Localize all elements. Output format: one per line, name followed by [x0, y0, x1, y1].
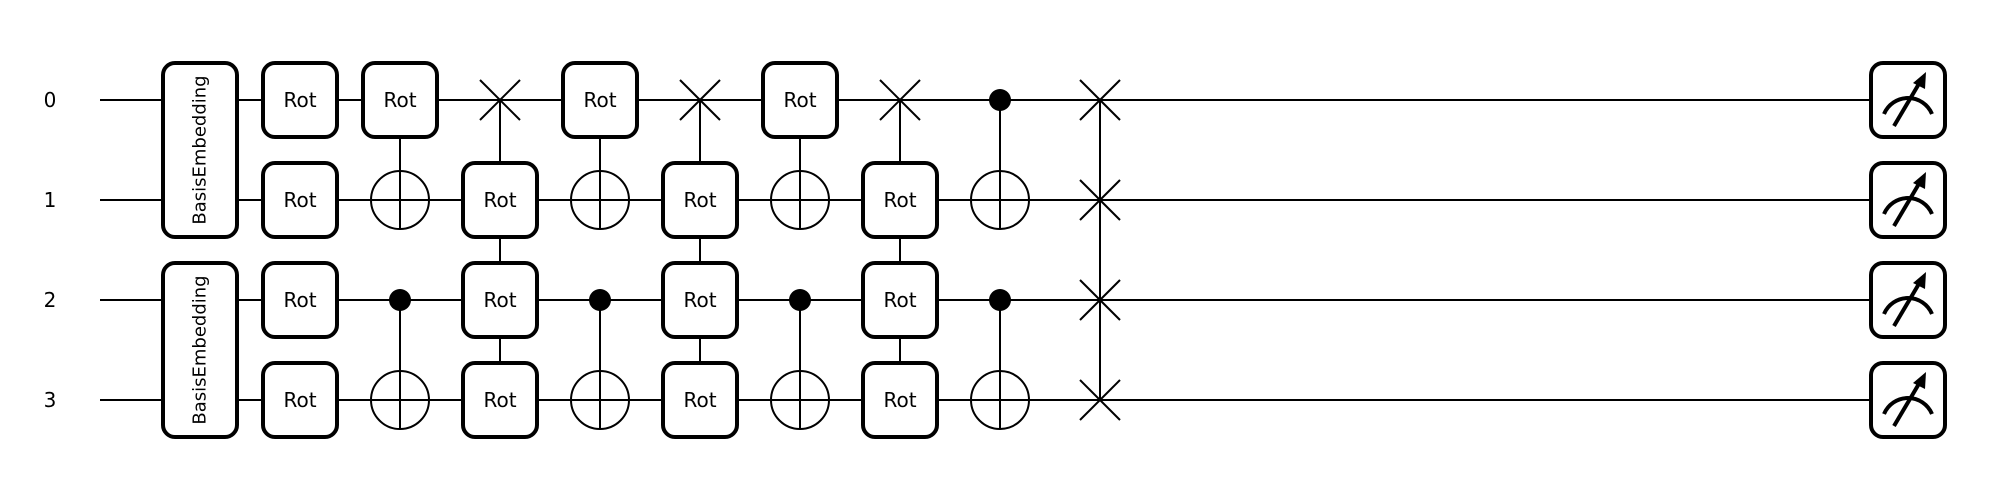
swap-x-mark — [1079, 79, 1121, 121]
rot-gate-label: Rot — [883, 388, 916, 412]
swap-x-mark — [1079, 279, 1121, 321]
rot-gate-label: Rot — [683, 288, 716, 312]
rot-gate: Rot — [461, 261, 539, 339]
rot-gate: Rot — [261, 361, 339, 439]
meter-arc-icon — [1882, 96, 1934, 115]
rot-gate-label: Rot — [483, 288, 516, 312]
rot-gate: Rot — [461, 361, 539, 439]
cnot-control-dot — [789, 289, 811, 311]
rot-gate: Rot — [661, 261, 739, 339]
wire-label: 2 — [44, 288, 57, 312]
meter-arrowhead-icon — [1913, 372, 1926, 389]
cnot-gate — [970, 89, 1030, 230]
wire-label: 3 — [44, 388, 57, 412]
rot-gate-box — [861, 361, 939, 439]
rot-gate-label: Rot — [683, 388, 716, 412]
meter-needle-icon — [1892, 80, 1922, 128]
rot-gate-label: Rot — [283, 288, 316, 312]
swap-gate — [1079, 179, 1121, 421]
rot-gate-box — [461, 361, 539, 439]
basis-embedding-label: BasisEmbedding — [190, 75, 211, 224]
swap-x-mark — [1079, 179, 1121, 221]
basis-embedding-label: BasisEmbedding — [190, 275, 211, 424]
rot-gate-label: Rot — [483, 388, 516, 412]
rot-gate-box — [561, 61, 639, 139]
cnot-gate — [970, 289, 1030, 430]
wire-label: 0 — [44, 88, 57, 112]
basis-embedding-box — [161, 61, 239, 239]
rot-gate: Rot — [861, 161, 939, 239]
basis-embedding-box — [161, 261, 239, 439]
rot-gate-label: Rot — [783, 88, 816, 112]
swap-x-mark — [479, 79, 521, 121]
meter-arc-icon — [1882, 296, 1934, 315]
rot-gate-box — [661, 261, 739, 339]
cnot-control-dot — [989, 289, 1011, 311]
rot-gate-label: Rot — [683, 188, 716, 212]
basis-embedding-gate: BasisEmbedding — [161, 261, 239, 439]
rot-gate: Rot — [561, 61, 639, 139]
cnot-control-dot — [989, 89, 1011, 111]
rot-gate-box — [461, 161, 539, 239]
meter-arrowhead-icon — [1913, 72, 1926, 89]
meter-arrowhead-icon — [1913, 272, 1926, 289]
rot-gate: Rot — [661, 361, 739, 439]
wire-label: 1 — [44, 188, 57, 212]
swap-x-mark — [679, 79, 721, 121]
rot-gate: Rot — [461, 161, 539, 239]
measurement-gate — [1869, 361, 1947, 439]
rot-gate: Rot — [261, 261, 339, 339]
cnot-control-dot — [389, 289, 411, 311]
rot-gate-box — [361, 61, 439, 139]
rot-gate: Rot — [361, 61, 439, 139]
meter-arrowhead-icon — [1913, 172, 1926, 189]
rot-gate-box — [261, 61, 339, 139]
wire-labels-layer: 0 1 2 3 — [44, 88, 57, 412]
meter-needle-icon — [1892, 180, 1922, 228]
rot-gate-label: Rot — [883, 188, 916, 212]
meter-needle-icon — [1892, 280, 1922, 328]
wires-layer — [100, 99, 1945, 401]
rot-gate-box — [461, 261, 539, 339]
swap-x-mark — [1079, 379, 1121, 421]
rot-gate-label: Rot — [283, 188, 316, 212]
cnot-gate — [570, 289, 630, 430]
rot-gate-box — [661, 161, 739, 239]
rot-gate: Rot — [261, 161, 339, 239]
rot-gate-box — [661, 361, 739, 439]
rot-gate-label: Rot — [283, 88, 316, 112]
rot-gate-box — [761, 61, 839, 139]
meter-needle-icon — [1892, 380, 1922, 428]
basis-embedding-gate: BasisEmbedding — [161, 61, 239, 239]
rot-gate-box — [261, 361, 339, 439]
swap-gate — [1079, 79, 1121, 321]
swap-x-mark — [879, 79, 921, 121]
rot-gate: Rot — [861, 361, 939, 439]
rot-gate-label: Rot — [383, 88, 416, 112]
cnot-gate — [370, 289, 430, 430]
meter-arc-icon — [1882, 396, 1934, 415]
rot-gate: Rot — [861, 261, 939, 339]
measurement-gate — [1869, 61, 1947, 139]
rot-gate-label: Rot — [483, 188, 516, 212]
rot-gate: Rot — [261, 61, 339, 139]
rot-gate-box — [261, 261, 339, 339]
measurement-gate — [1869, 161, 1947, 239]
rot-gate-box — [861, 261, 939, 339]
rot-gate-label: Rot — [583, 88, 616, 112]
meter-arc-icon — [1882, 196, 1934, 215]
rot-gate-box — [861, 161, 939, 239]
measurement-gate — [1869, 261, 1947, 339]
gates-layer: BasisEmbeddingBasisEmbeddingRotRotRotRot… — [161, 61, 1947, 439]
rot-gate: Rot — [661, 161, 739, 239]
rot-gate-label: Rot — [883, 288, 916, 312]
rot-gate: Rot — [761, 61, 839, 139]
cnot-control-dot — [589, 289, 611, 311]
cnot-gate — [770, 289, 830, 430]
rot-gate-box — [261, 161, 339, 239]
rot-gate-label: Rot — [283, 388, 316, 412]
